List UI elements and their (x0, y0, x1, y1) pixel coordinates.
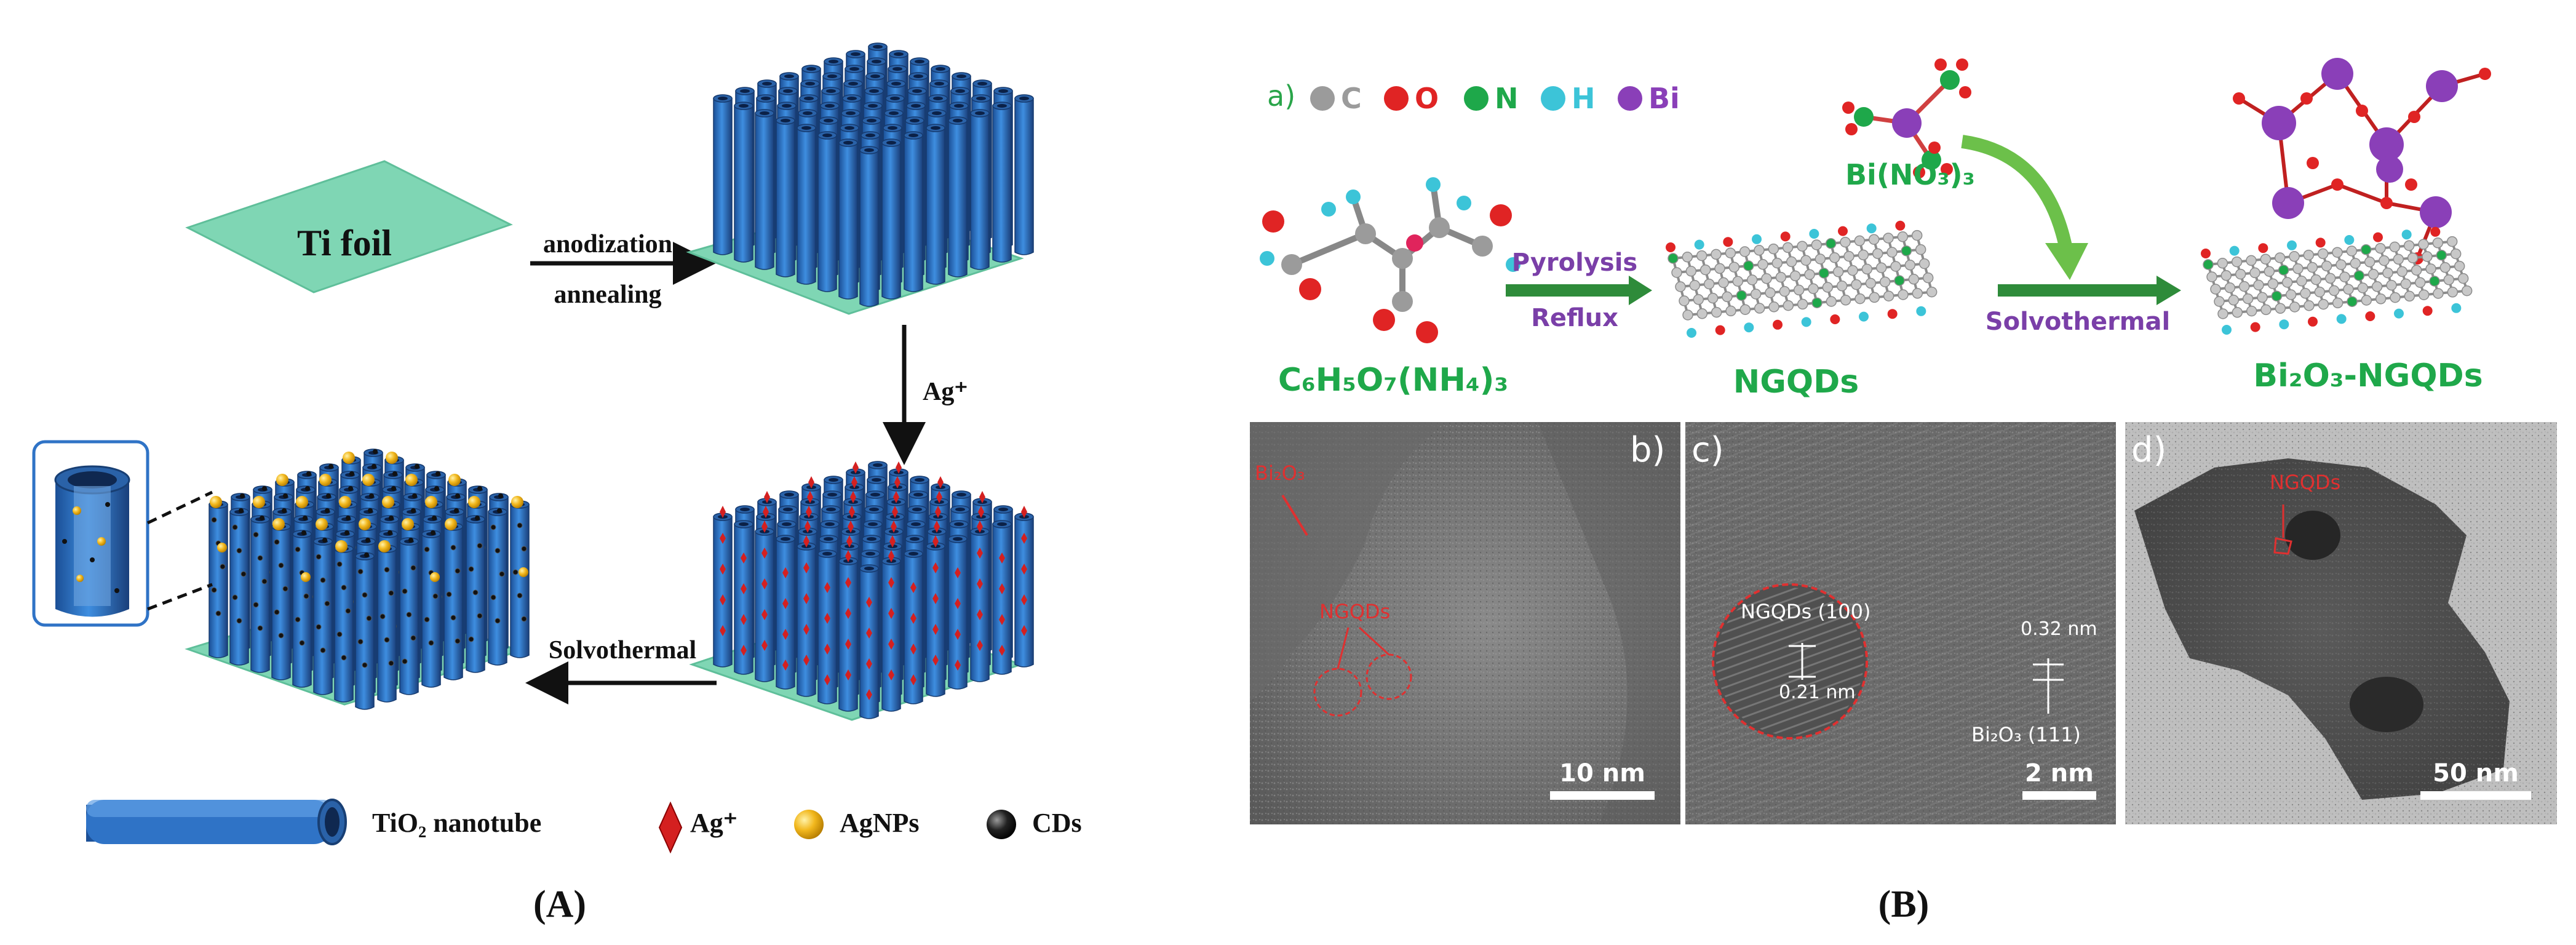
precursor-label: C₆H₅O₇(NH₄)₃ (1278, 362, 1508, 399)
atom-legend-dot-n (1464, 86, 1489, 111)
green-arrow-solvothermal (1998, 276, 2181, 305)
curved-green-arrow (1962, 142, 2088, 280)
legend-tube-label: TiO₂ nanotube (372, 808, 541, 838)
panel-b: a) C O N H Bi (1250, 58, 2557, 925)
legend-cds-icon (987, 810, 1016, 839)
tem-b-annotation-ngqds: NGQDs (1319, 600, 1390, 623)
tio2-nanotube-array (689, 43, 1033, 314)
product-label: Bi₂O₃-NGQDs (2253, 357, 2483, 394)
tem-d-label: d) (2131, 430, 2166, 470)
caption-b: (B) (1878, 883, 1930, 925)
atom-legend-label-o: O (1415, 82, 1439, 115)
bi-nitrate-label: Bi(NO₃)₃ (1845, 158, 1975, 191)
step3-label: Solvothermal (549, 636, 696, 664)
atom-legend: C O N H Bi (1310, 82, 1680, 115)
tem-b-label: b) (1630, 430, 1665, 470)
tem-c-scale-label: 2 nm (2025, 759, 2094, 788)
tem-c-annotation-spacing2: 0.32 nm (2021, 618, 2097, 640)
legend-ag-ion-label: Ag⁺ (690, 808, 737, 838)
step1-bottom-label: annealing (554, 281, 661, 309)
tem-c-annotation-spacing1: 0.21 nm (1779, 682, 1856, 703)
green-arrow-pyrolysis (1506, 276, 1652, 305)
step2-label: Ag⁺ (923, 378, 968, 406)
ngqds-label: NGQDs (1733, 364, 1859, 401)
legend-ag-ion-icon (659, 803, 682, 852)
ngqds-sheet (1666, 221, 1937, 338)
atom-legend-label-n: N (1495, 82, 1519, 115)
legend-agnps-icon (794, 810, 824, 839)
inset-callout-line-bottom (148, 584, 212, 609)
part-a-label: a) (1267, 79, 1295, 113)
tem-c-annotation-ngqds: NGQDs (100) (1741, 600, 1870, 623)
legend-tube-icon (86, 800, 346, 844)
final-composite-array (188, 449, 529, 709)
tem-d-annotation-ngqds: NGQDs (2270, 471, 2340, 494)
legend-agnps-label: AgNPs (840, 808, 920, 838)
tem-b-scale-label: 10 nm (1559, 759, 1645, 788)
arrow1-bottom-label: Reflux (1531, 304, 1618, 332)
atom-legend-label-h: H (1572, 82, 1596, 115)
atom-legend-label-bi: Bi (1648, 82, 1680, 115)
atom-legend-dot-o (1384, 86, 1409, 111)
tem-c-label: c) (1691, 430, 1724, 470)
ti-foil-label: Ti foil (297, 223, 392, 263)
tem-b-annotation-bi2o3: Bi₂O₃ (1255, 461, 1305, 485)
arrow1-top-label: Pyrolysis (1512, 249, 1637, 277)
arrow2-label: Solvothermal (1986, 308, 2170, 336)
legend-cds-label: CDs (1032, 808, 1082, 838)
tem-d-scale-label: 50 nm (2433, 759, 2519, 788)
legend-panel-a: TiO₂ nanotube Ag⁺ AgNPs CDs (86, 800, 1082, 852)
step1-top-label: anodization (543, 230, 672, 258)
atom-legend-dot-bi (1618, 86, 1642, 111)
tem-c-annotation-bi2o3: Bi₂O₃ (111) (1971, 723, 2081, 746)
atom-legend-dot-h (1541, 86, 1565, 111)
ag-loaded-array (692, 461, 1033, 720)
panel-a: Ti foil anodization annealing Ag⁺ Solvot… (34, 43, 1082, 925)
caption-a: (A) (533, 883, 586, 925)
atom-legend-label-c: C (1341, 82, 1362, 115)
atom-legend-dot-c (1310, 86, 1335, 111)
inset-callout-line-top (148, 492, 212, 523)
precursor-molecule (1260, 177, 1521, 343)
single-tube-inset (34, 442, 148, 625)
bi2o3-ngqds-sheet (2201, 227, 2472, 335)
bi2o3-cluster (2233, 58, 2491, 265)
